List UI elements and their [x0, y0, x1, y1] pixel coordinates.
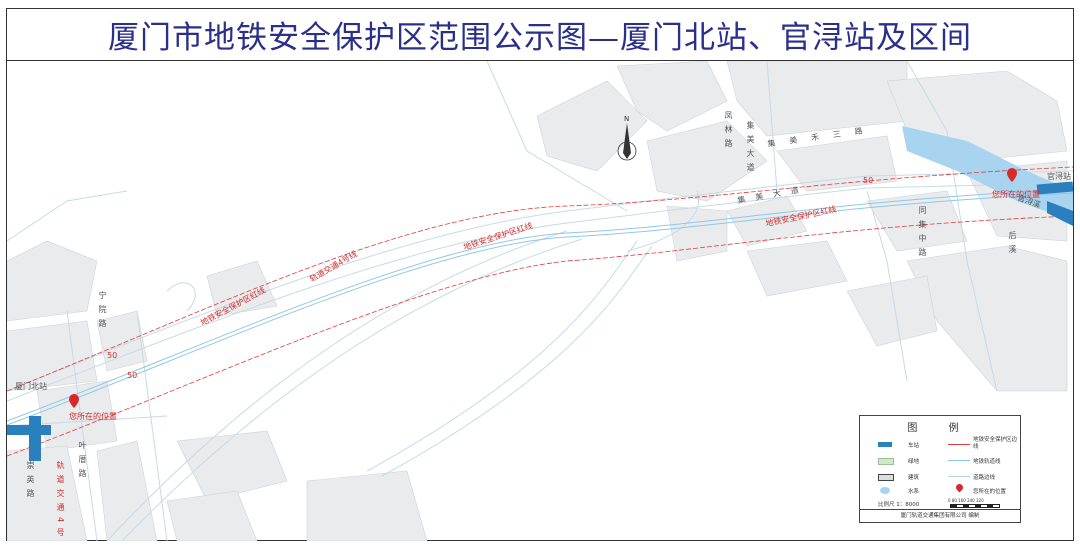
distance-label-3: 50	[863, 176, 874, 185]
station-label-west: 厦门北站	[15, 382, 47, 391]
legend-scale-ticks: 0 80 160 240 320	[948, 498, 984, 503]
scale-bar	[950, 504, 1000, 508]
road-network	[7, 61, 1073, 541]
legend-station-swatch	[878, 442, 892, 447]
you-are-here-label-west: 您所在的位置	[69, 412, 117, 421]
station-label-east: 官浔站	[1047, 172, 1071, 181]
guanxun-creek	[902, 126, 1073, 221]
legend-scale-label: 比例尺 1：8000	[878, 502, 920, 508]
legend-footer: 厦门轨道交通集团有限公司 编制	[860, 509, 1020, 522]
legend-track-swatch	[948, 460, 970, 461]
legend-water-swatch	[880, 487, 890, 494]
station-xiamen-north-stem	[29, 416, 41, 461]
legend-pin-label: 您所在的位置	[973, 489, 1007, 495]
metro-track	[7, 188, 1073, 426]
pin-west	[69, 394, 79, 408]
legend-title: 图 例	[907, 423, 973, 434]
distance-label-2: 50	[127, 371, 138, 380]
legend-road-label: 道路边线	[973, 475, 996, 481]
stations	[7, 181, 1073, 461]
legend-red-line-label: 地铁安全保护区边线	[973, 437, 1018, 450]
legend-road-swatch	[948, 476, 970, 477]
svg-text:N: N	[624, 115, 629, 123]
you-are-here-pins	[69, 168, 1017, 408]
location-pin-icon	[954, 482, 965, 493]
you-are-here-label-east: 您所在的位置	[992, 190, 1040, 199]
legend-building-swatch	[878, 474, 894, 481]
legend-red-line-swatch	[948, 444, 970, 445]
pin-east	[1007, 168, 1017, 182]
legend-green-swatch	[878, 458, 894, 465]
road-label-7: 宁院路	[98, 291, 107, 333]
legend-green-label: 绿地	[908, 459, 920, 465]
legend-box: 图 例 车站 地铁安全保护区边线 绿地 地铁轨道线 建筑 道路边线 水系 您所在…	[859, 415, 1021, 523]
road-label-3: 凤林路	[724, 111, 733, 153]
city-blocks-west	[7, 240, 428, 541]
map-canvas: N	[7, 61, 1073, 541]
legend-building-label: 建筑	[908, 475, 920, 481]
rail-line-label-b: 轨道交通4号线	[56, 461, 65, 541]
road-label-10: 叶厝路	[78, 441, 87, 483]
station-guanxun-exit	[1047, 201, 1073, 226]
protection-red-lines	[7, 166, 1073, 457]
road-label-4: 后溪	[1008, 231, 1017, 259]
legend-water-label: 水系	[908, 489, 920, 495]
road-label-6: 集美大道	[746, 121, 755, 177]
legend-track-label: 地铁轨道线	[973, 459, 1001, 465]
road-label-8: 崇英路	[26, 461, 35, 503]
legend-station-label: 车站	[908, 443, 920, 449]
map-area[interactable]: N 厦门北站 官浔站 您所在的位置 您所在的位置 地铁安全保护区红线 地铁安全保…	[7, 61, 1073, 541]
title-bar: 厦门市地铁安全保护区范围公示图—厦门北站、官浔站及区间	[7, 9, 1073, 61]
city-blocks-east	[536, 61, 1068, 392]
map-title: 厦门市地铁安全保护区范围公示图—厦门北站、官浔站及区间	[108, 20, 972, 56]
map-frame: 厦门市地铁安全保护区范围公示图—厦门北站、官浔站及区间	[6, 8, 1074, 541]
north-arrow-icon: N	[617, 115, 637, 161]
road-label-5: 同集中路	[918, 206, 927, 262]
station-guanxun-block	[1036, 181, 1073, 195]
distance-label-1: 50	[107, 351, 118, 360]
